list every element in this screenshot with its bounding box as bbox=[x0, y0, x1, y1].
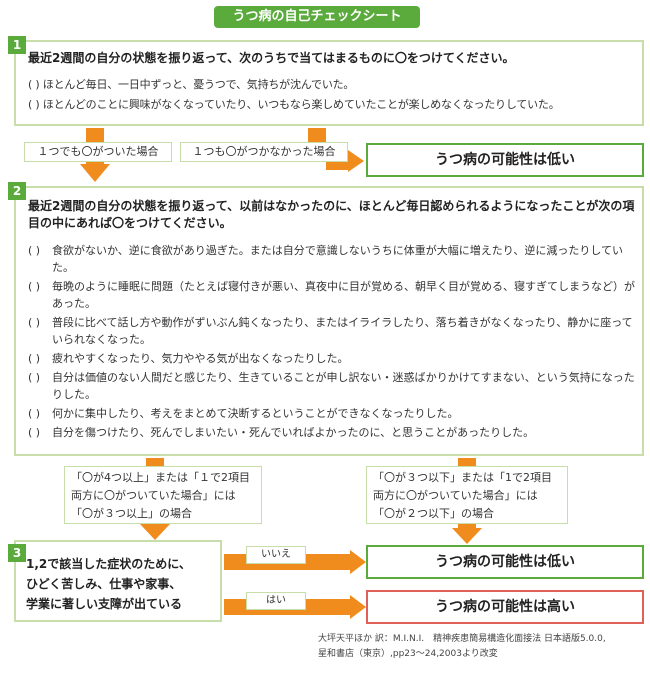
item-text: 自分は価値のない人間だと感じたり、生きていることが申し訳ない・迷惑ばかりかけてす… bbox=[52, 371, 635, 401]
checkbox-mark[interactable]: ( ) bbox=[28, 371, 41, 384]
result-low-2: うつ病の可能性は低い bbox=[366, 545, 644, 579]
arrow-q1-no-head bbox=[348, 150, 364, 172]
question-2-items: ( ) 食欲がないか、逆に食欲があり過ぎた。または自分で意識しないうちに体重が大幅… bbox=[28, 242, 636, 443]
question-2-item[interactable]: ( ) 自分を傷つけたり、死んでしまいたい・死んでいればよかったのに、と思うことが… bbox=[28, 424, 636, 441]
question-1-item[interactable]: ( ) ほとんどのことに興味がなくなっていたり、いつもなら楽しめていたことが楽し… bbox=[28, 98, 560, 111]
item-text: 普段に比べて話し方や動作がずいぶん鈍くなったり、またはイライラしたり、落ち着きが… bbox=[52, 316, 633, 346]
item-text: 自分を傷つけたり、死んでしまいたい・死んでいればよかったのに、と思うことがあった… bbox=[52, 426, 535, 439]
condition-line: 「〇が4つ以上」または「１で2項目 bbox=[71, 471, 250, 484]
branch-1-no-label: １つも〇がつかなかった場合 bbox=[180, 142, 348, 162]
citation: 大坪天平ほか 訳：M.I.N.I. 精神疾患簡易構造化面接法 日本語版5.0.0… bbox=[318, 632, 644, 662]
question-1-title: 最近2週間の自分の状態を振り返って、次のうちで当てはまるものに〇をつけてください… bbox=[28, 51, 515, 65]
question-3-line: ひどく苦しみ、仕事や家事、 bbox=[26, 577, 182, 591]
question-3-line: 学業に著しい支障が出ている bbox=[26, 597, 183, 611]
citation-line: 大坪天平ほか 訳：M.I.N.I. 精神疾患簡易構造化面接法 日本語版5.0.0… bbox=[318, 634, 606, 644]
question-3-number: 3 bbox=[8, 544, 26, 562]
checkbox-mark[interactable]: ( ) bbox=[28, 280, 41, 293]
item-text: 食欲がないか、逆に食欲があり過ぎた。または自分で意識しないうちに体重が大幅に増え… bbox=[52, 244, 624, 274]
branch-1-yes-label: １つでも〇がついた場合 bbox=[24, 142, 172, 162]
question-3-box bbox=[14, 540, 222, 622]
condition-line: 両方に〇がついていた場合」には bbox=[373, 489, 538, 502]
question-2-number: 2 bbox=[8, 182, 26, 200]
arrow-q3-no-head bbox=[350, 550, 366, 574]
result-low-1: うつ病の可能性は低い bbox=[366, 143, 644, 177]
question-3-text: 1,2で該当した症状のために、 ひどく苦しみ、仕事や家事、 学業に著しい支障が出… bbox=[26, 554, 218, 614]
citation-line: 星和書店（東京）,pp23〜24,2003より改変 bbox=[318, 649, 498, 659]
question-2-item[interactable]: ( ) 食欲がないか、逆に食欲があり過ぎた。または自分で意識しないうちに体重が大幅… bbox=[28, 242, 636, 276]
arrow-q3-yes-head bbox=[350, 595, 366, 619]
checkbox-mark[interactable]: ( ) bbox=[28, 426, 41, 439]
arrow-q2-to-q3-head bbox=[140, 524, 170, 540]
question-2-item[interactable]: ( ) 自分は価値のない人間だと感じたり、生きていることが申し訳ない・迷惑ばかりか… bbox=[28, 369, 636, 403]
result-high: うつ病の可能性は高い bbox=[366, 590, 644, 624]
question-3-line: 1,2で該当した症状のために、 bbox=[26, 557, 191, 571]
item-text: 疲れやすくなったり、気力ややる気が出なくなったりした。 bbox=[52, 352, 349, 365]
question-2-item[interactable]: ( ) 疲れやすくなったり、気力ややる気が出なくなったりした。 bbox=[28, 350, 636, 367]
condition-line: 両方に〇がついていた場合」には bbox=[71, 489, 236, 502]
checkbox-mark[interactable]: ( ) bbox=[28, 316, 41, 329]
checkbox-mark[interactable]: ( ) bbox=[28, 407, 41, 420]
checkbox-mark[interactable]: ( ) bbox=[28, 244, 41, 257]
condition-line: 「〇が２つ以下」の場合 bbox=[373, 507, 494, 520]
branch-2-low-condition: 「〇が３つ以下」または「1で2項目 両方に〇がついていた場合」には 「〇が２つ以… bbox=[366, 466, 568, 524]
question-2-title: 最近2週間の自分の状態を振り返って、以前はなかったのに、ほとんど毎日認められるよ… bbox=[28, 199, 635, 230]
question-1-item[interactable]: ( ) ほとんど毎日、一日中ずっと、憂うつで、気持ちが沈んでいた。 bbox=[28, 78, 355, 91]
condition-line: 「〇が３つ以上」の場合 bbox=[71, 507, 192, 520]
question-2-item[interactable]: ( ) 何かに集中したり、考えをまとめて決断するということができなくなったりした。 bbox=[28, 405, 636, 422]
item-text: 何かに集中したり、考えをまとめて決断するということができなくなったりした。 bbox=[52, 407, 459, 420]
sheet-title: うつ病の自己チェックシート bbox=[214, 6, 420, 28]
question-2-item[interactable]: ( ) 普段に比べて話し方や動作がずいぶん鈍くなったり、またはイライラしたり、落ち… bbox=[28, 314, 636, 348]
question-2-item[interactable]: ( ) 毎晩のように睡眠に問題（たとえば寝付きが悪い、真夜中に目が覚める、朝早く目… bbox=[28, 278, 636, 312]
answer-yes-label: はい bbox=[246, 592, 306, 610]
branch-2-high-condition: 「〇が4つ以上」または「１で2項目 両方に〇がついていた場合」には 「〇が３つ以… bbox=[64, 466, 262, 524]
condition-line: 「〇が３つ以下」または「1で2項目 bbox=[373, 471, 552, 484]
question-1-items: ( ) ほとんど毎日、一日中ずっと、憂うつで、気持ちが沈んでいた。 ( ) ほと… bbox=[28, 76, 642, 116]
checkbox-mark[interactable]: ( ) bbox=[28, 352, 41, 365]
question-1-number: 1 bbox=[8, 36, 26, 54]
arrow-q2-low-head bbox=[452, 528, 482, 544]
arrow-q1-to-q2-head bbox=[80, 164, 110, 182]
question-1-box bbox=[14, 40, 644, 126]
item-text: 毎晩のように睡眠に問題（たとえば寝付きが悪い、真夜中に目が覚める、朝早く目が覚め… bbox=[52, 280, 635, 310]
question-2-box bbox=[14, 186, 644, 456]
answer-no-label: いいえ bbox=[246, 546, 306, 564]
